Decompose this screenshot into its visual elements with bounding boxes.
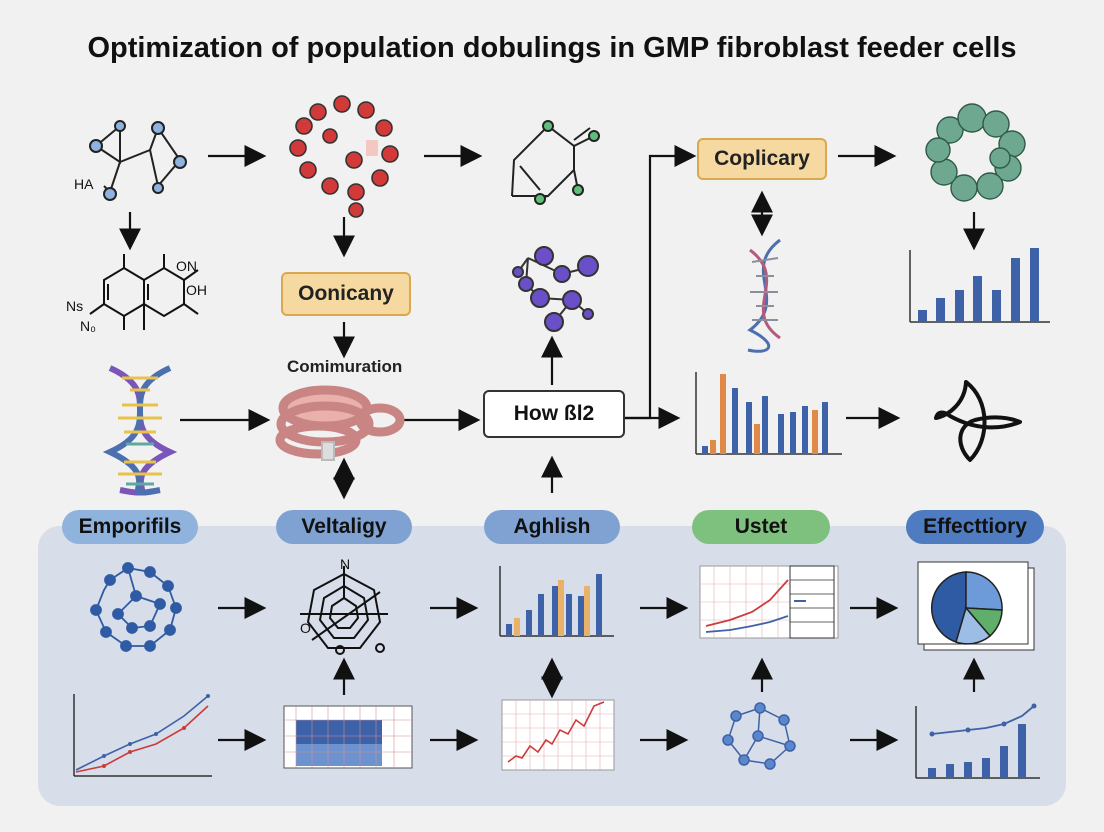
grid-chart-icon [283, 705, 413, 769]
line-chart-icon [699, 565, 839, 639]
dna-icon [102, 365, 178, 496]
bar-chart-icon [909, 248, 1050, 323]
bar-chart-icon [499, 566, 614, 637]
molecule-icon [89, 120, 187, 201]
chem-label-on: ON [176, 258, 197, 274]
bar-chart-icon [695, 372, 842, 455]
dna-icon [747, 238, 781, 353]
ring-molecule-icon [925, 103, 1026, 202]
chem-label-n: N [340, 556, 351, 572]
pill-effecttiory: Effecttiory [906, 510, 1044, 544]
protein-icon [275, 385, 405, 461]
pill-ustet: Ustet [692, 510, 830, 544]
chem-label-o: O [300, 620, 311, 636]
coplicary-box: Coplicary [697, 138, 827, 180]
pie-chart-icon [917, 561, 1035, 651]
chem-label-np: N₀ [80, 318, 96, 334]
oonicany-box: Oonicany [281, 272, 411, 316]
pill-emporifils: Emporifils [62, 510, 198, 544]
network-icon [90, 562, 182, 652]
knot-icon [934, 380, 1022, 462]
pill-aghlish: Aghlish [484, 510, 620, 544]
page-title: Optimization of population dobulings in … [87, 32, 1017, 64]
arrow [625, 145, 697, 420]
line-chart-icon [73, 694, 212, 777]
chem-label-ha: HA [74, 176, 94, 192]
molecule-icon [512, 246, 599, 332]
flow-arrows [119, 145, 985, 751]
ring-molecule-icon [300, 566, 388, 655]
bar-chart-icon [915, 703, 1040, 779]
chem-label-ns: Ns [66, 298, 84, 314]
molecule-icon [511, 120, 600, 205]
molecule-icon [89, 254, 199, 330]
chem-label-oh: OH [186, 282, 207, 298]
line-chart-icon [501, 699, 615, 771]
pill-veltaligy: Veltaligy [276, 510, 412, 544]
how-box: How ßl2 [483, 390, 625, 438]
network-icon [722, 702, 796, 770]
comimuration-label: Comimuration [287, 357, 403, 376]
ring-molecule-icon [289, 95, 399, 218]
